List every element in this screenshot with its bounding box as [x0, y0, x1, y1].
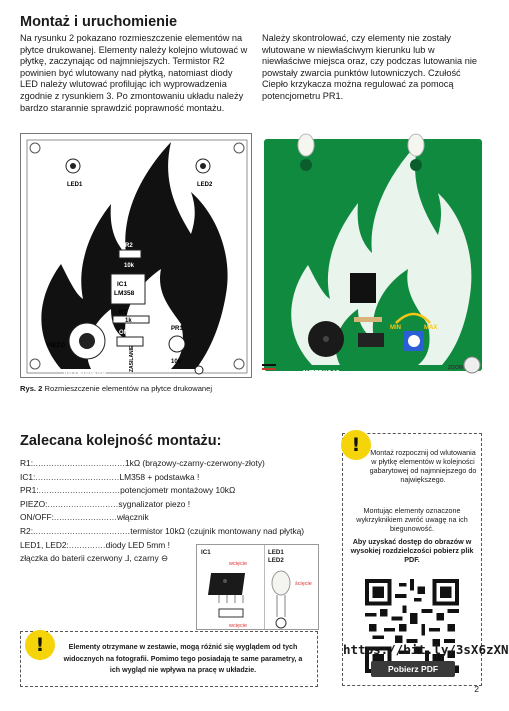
assembly-row: R1:...................................1k…	[20, 457, 325, 471]
part-value: włącznik	[117, 512, 149, 523]
part-key: LED1, LED2:	[20, 539, 69, 550]
component-orientation-diagram: IC1 LED1 LED2 wcięcie wcięcie ścięcie	[196, 544, 319, 630]
piezo-silk: PIEZO	[47, 343, 65, 349]
part-dots: ...........................	[47, 498, 119, 509]
notice-text: Elementy otrzymane w zestawie, mogą różn…	[63, 643, 303, 675]
power-silk: ZASILANIE	[129, 345, 135, 372]
figure-caption-number: Rys. 2	[20, 384, 43, 393]
intro-paragraph-left: Na rysunku 2 pokazano rozmieszczenie ele…	[20, 33, 248, 113]
battery-wire-note: złączka do baterii czerwony ⅃, czarny ⊖	[20, 553, 169, 564]
qr-code[interactable]	[365, 579, 459, 673]
assembly-row: R2:.....................................…	[20, 525, 325, 539]
assembly-row: LED1, LED2:..............diody LED 5mm !	[20, 539, 325, 553]
part-key: R2:	[20, 525, 34, 536]
pcb-photo-svg: MIN MAX AVTEDU649 ZOOM	[262, 133, 484, 378]
part-key: R1:	[20, 458, 34, 468]
pcb-photo: MIN MAX AVTEDU649 ZOOM	[262, 133, 484, 378]
page-number: 2	[474, 684, 479, 694]
figure-caption: Rys. 2 Rozmieszczenie elementów na płytc…	[20, 384, 212, 393]
part-value: termistor 10kΩ (czujnik montowany nad pł…	[130, 525, 305, 536]
notch-label-top: wcięcie	[228, 561, 247, 567]
assembly-row: PIEZO:...........................sygnali…	[20, 498, 325, 512]
part-dots: ..............	[68, 539, 106, 550]
notice-box: ! Elementy otrzymane w zestawie, mogą ró…	[20, 630, 318, 687]
part-dots: ...............................	[38, 485, 121, 496]
ic1-name-silk: LM358	[114, 290, 135, 297]
diagram-ic1-label: IC1	[201, 549, 211, 556]
pdf-link[interactable]: https://bit.ly/3sX6zXN	[343, 642, 509, 657]
min-label: MIN	[390, 325, 401, 331]
part-dots: ................................	[35, 471, 120, 482]
brand-photo: AVTEDU649	[302, 370, 340, 378]
intro-paragraph-right: Należy skontrolować, czy elementy nie zo…	[262, 33, 477, 101]
pr1-silk: PR1	[171, 326, 183, 332]
assembly-list: R1:...................................1k…	[20, 457, 325, 566]
assembly-row: PR1:...............................poten…	[20, 484, 325, 498]
diagram-led1-label: LED1	[268, 549, 284, 556]
led2-silk: LED2	[197, 182, 213, 188]
onoff-silk: ON/OFF	[119, 330, 142, 336]
max-label: MAX	[424, 325, 437, 331]
pr1-val-silk: 10k	[171, 359, 182, 365]
part-dots: ...................................	[33, 458, 125, 468]
part-value: 1kΩ (brązowy-czarny-czerwony-złoty)	[125, 458, 265, 468]
bevel-label: ścięcie	[295, 581, 312, 587]
part-value: sygnalizator piezo !	[118, 498, 191, 509]
instruction-1: Montaż rozpocznij od wlutowania w płytkę…	[369, 448, 477, 484]
instructions-box: ! Montaż rozpocznij od wlutowania w płyt…	[341, 430, 509, 686]
part-dots: ........................	[53, 512, 118, 523]
assembly-title: Zalecana kolejność montażu:	[20, 433, 222, 449]
download-pdf-button[interactable]: Pobierz PDF	[371, 661, 455, 677]
brand-silk: AVTEDU649	[63, 370, 106, 379]
part-value: potencjometr montażowy 10kΩ	[120, 485, 236, 496]
instruction-3: Aby uzyskać dostęp do obrazów w wysokiej…	[350, 537, 474, 564]
diagram-svg: wcięcie wcięcie ścięcie	[207, 561, 312, 629]
led1-silk: LED1	[67, 182, 83, 188]
part-key: IC1:	[20, 471, 36, 482]
zoom-label: ZOOM	[448, 365, 463, 371]
r2-val-silk: 10k	[124, 263, 135, 269]
pcb-layout-drawing: LED1 LED2 R2 10k IC1 LM358 R1 1k ON/OFF …	[20, 133, 252, 379]
page-title: Montaż i uruchomienie	[20, 14, 178, 30]
assembly-row: ON/OFF:........................włącznik	[20, 511, 325, 525]
part-dots: .....................................	[33, 525, 131, 536]
r1-val-silk: 1k	[125, 318, 132, 324]
r2-silk: R2	[125, 243, 133, 249]
part-key: PR1:	[20, 485, 39, 496]
notch-label-bottom: wcięcie	[228, 623, 247, 629]
pcb-drawing-svg: LED1 LED2 R2 10k IC1 LM358 R1 1k ON/OFF …	[26, 139, 248, 379]
instruction-2: Montując elementy oznaczone wykrzyknikie…	[356, 506, 468, 533]
figure-caption-text: Rozmieszczenie elementów na płytce druko…	[42, 384, 213, 393]
part-key: ON/OFF:	[20, 512, 54, 523]
assembly-row: IC1:................................LM35…	[20, 471, 325, 485]
ic1-silk: IC1	[117, 281, 128, 288]
diagram-led2-label: LED2	[268, 557, 284, 564]
r1-silk: R1	[119, 310, 127, 316]
part-value: diody LED 5mm !	[105, 539, 170, 550]
exclamation-icon: !	[341, 430, 371, 460]
part-key: PIEZO:	[20, 498, 48, 509]
part-value: LM358 + podstawka !	[119, 471, 200, 482]
exclamation-icon: !	[25, 630, 55, 660]
